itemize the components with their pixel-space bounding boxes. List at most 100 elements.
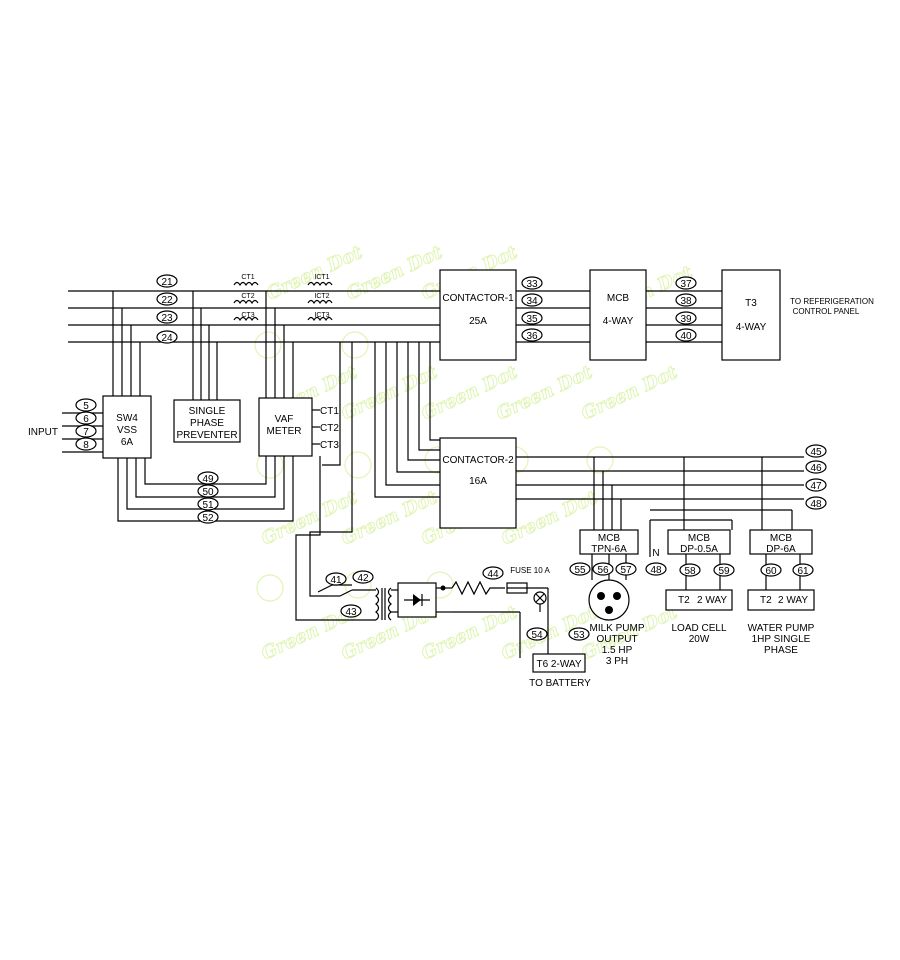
watermark-dot <box>341 331 369 359</box>
rectifier-icon <box>397 582 437 618</box>
water-pump-label: PHASE <box>764 645 798 656</box>
terminal-label: 38 <box>680 296 692 307</box>
t3-terminal-block: T3 4-WAY <box>721 269 781 361</box>
mcb-dp6-rating: DP-6A <box>766 544 796 555</box>
terminal-label: 42 <box>357 573 369 584</box>
main-bus: 21 22 23 24 <box>68 274 440 344</box>
vaf-bus-links <box>265 291 294 398</box>
terminal-label: 21 <box>161 277 173 288</box>
vaf-ct: CT3 <box>320 440 339 451</box>
vaf-title: VAF <box>275 414 294 425</box>
terminal-label: 33 <box>526 279 538 290</box>
t2-label: T2 <box>760 595 772 606</box>
refrigeration-label: CONTROL PANEL <box>793 307 860 316</box>
mcb-4way-rating: 4-WAY <box>603 316 634 327</box>
mcb-tpn-title: MCB <box>598 533 621 544</box>
input-lines: 5 6 7 8 <box>62 398 103 453</box>
watermark-dot <box>344 451 372 479</box>
terminal-label: 24 <box>161 333 173 344</box>
resistor-icon <box>451 580 505 596</box>
motor-icon <box>588 579 630 621</box>
load-cell-label: LOAD CELL <box>671 623 726 634</box>
terminal <box>156 274 178 288</box>
mcb-tpn-rating: TPN-6A <box>591 544 627 555</box>
vaf-ct: CT1 <box>320 406 339 417</box>
terminal-label: 56 <box>597 565 609 576</box>
spp-bus-links <box>192 291 218 400</box>
terminal-label: 34 <box>526 296 538 307</box>
terminal <box>156 292 178 306</box>
mcb-4way-outputs: 37 38 39 40 <box>646 276 722 343</box>
terminal-label: 7 <box>83 427 89 438</box>
mcb-dp6-title: MCB <box>770 533 793 544</box>
sw4-sub: VSS <box>117 425 137 436</box>
return-bus: 49 50 51 52 <box>117 456 294 524</box>
terminal-label: 47 <box>810 481 822 492</box>
terminal-label: 5 <box>83 401 89 412</box>
watermark-text: Green Dot <box>578 362 681 425</box>
ict-label: ICT1 <box>314 274 329 281</box>
terminal-label: 52 <box>202 513 214 524</box>
terminal-label: 39 <box>680 314 692 325</box>
mcb-dp-05: MCB DP-0.5A 58 59 T2 2 WAY LOAD CELL 20W <box>665 529 735 645</box>
vaf-meter: VAF METER CT1 CT2 CT3 <box>258 397 339 457</box>
spp-line: PREVENTER <box>176 430 237 441</box>
load-cell-label: 20W <box>689 634 710 645</box>
contactor-1-rating: 25A <box>469 316 487 327</box>
terminal-label: 54 <box>531 630 543 641</box>
mcb-dp-6: MCB DP-6A 60 61 T2 2 WAY WATER PUMP 1HP … <box>747 529 815 656</box>
terminal <box>156 330 178 344</box>
terminal-label: 6 <box>83 414 89 425</box>
milk-pump-label: MILK PUMP <box>589 623 644 634</box>
t3-rating: 4-WAY <box>736 322 767 333</box>
terminal-label: 57 <box>620 565 632 576</box>
watermark-dot <box>586 446 614 474</box>
single-phase-preventer: SINGLE PHASE PREVENTER <box>173 399 241 443</box>
terminal-label: 41 <box>330 575 342 586</box>
terminal-label: 22 <box>161 295 173 306</box>
vaf-sub: METER <box>267 426 302 437</box>
water-pump-label: 1HP SINGLE <box>752 634 811 645</box>
neutral-label: N <box>652 548 659 559</box>
mcb-dp05-title: MCB <box>688 533 711 544</box>
vaf-ct: CT2 <box>320 423 339 434</box>
terminal-label: 36 <box>526 331 538 342</box>
terminal-label: 51 <box>202 500 214 511</box>
sw4-rating: 6A <box>121 437 134 448</box>
sw4-title: SW4 <box>116 413 138 424</box>
contactor-2-title: CONTACTOR-2 <box>442 455 514 466</box>
terminal-label: 53 <box>573 630 585 641</box>
contactor-2: CONTACTOR-2 16A <box>439 437 517 529</box>
t3-title: T3 <box>745 298 757 309</box>
fuse-label: FUSE 10 A <box>510 566 550 575</box>
terminal-label: 44 <box>487 569 499 580</box>
terminal-label: 55 <box>574 565 586 576</box>
ct-label: CT3 <box>241 312 254 319</box>
terminal-label: 48 <box>650 565 662 576</box>
spp-line: SINGLE <box>189 406 226 417</box>
milk-pump-label: OUTPUT <box>596 634 637 645</box>
contactor-2-outputs: 45 46 47 48 <box>516 444 827 557</box>
terminal-label: 50 <box>202 487 214 498</box>
spp-line: PHASE <box>190 418 224 429</box>
terminal-label: 60 <box>765 566 777 577</box>
to-battery-label: TO BATTERY <box>529 678 591 689</box>
terminal <box>156 310 178 324</box>
sw4-bus-links <box>112 291 141 396</box>
watermark-dot <box>254 331 282 359</box>
milk-pump-motor: MILK PUMP OUTPUT 1.5 HP 3 PH <box>588 579 645 667</box>
t2-label: 2 WAY <box>778 595 808 606</box>
refrigeration-label: TO REFERIGERATION <box>790 297 874 306</box>
milk-pump-label: 3 PH <box>606 656 628 667</box>
contactor-1-title: CONTACTOR-1 <box>442 293 514 304</box>
fuse-icon <box>506 582 528 594</box>
contactor-1-outputs: 33 34 35 36 <box>516 276 590 343</box>
contactor-1: CONTACTOR-1 25A <box>439 269 517 361</box>
sw4-switch: SW4 VSS 6A <box>102 395 152 459</box>
indicator-lamp-icon <box>533 591 547 605</box>
t6-label: T6 2-WAY <box>536 659 581 670</box>
terminal-label: 61 <box>797 566 809 577</box>
terminal-label: 37 <box>680 279 692 290</box>
ct-coils: CT1 CT2 CT3 ICT1 ICT2 ICT3 <box>233 274 333 322</box>
